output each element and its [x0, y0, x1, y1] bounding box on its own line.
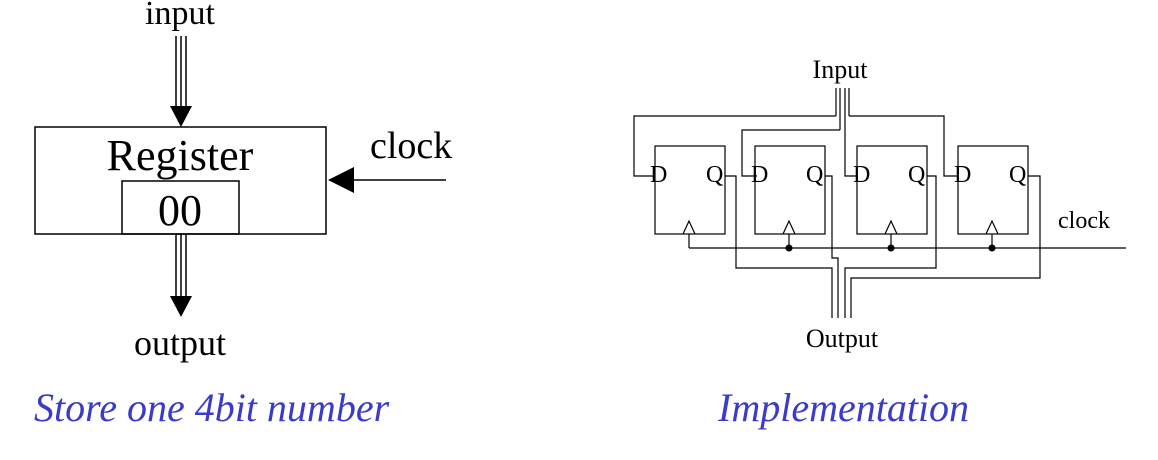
impl-input-bus	[835, 88, 850, 130]
impl-flip-flops	[654, 145, 1029, 235]
register-value: 00	[158, 186, 202, 235]
impl-clock-inputs	[682, 219, 999, 248]
implementation-diagram: Input Output clock	[633, 55, 1126, 353]
flip-flop-3	[856, 145, 928, 235]
register-diagram: input Register 00 clock output	[34, 0, 452, 363]
register-output-label: output	[134, 323, 226, 363]
flip-flop-2	[754, 145, 826, 235]
flip-flop-1	[654, 145, 726, 235]
impl-clock-junctions	[785, 244, 996, 252]
ff2-q-label: Q	[806, 162, 823, 188]
register-input-bus	[175, 36, 187, 110]
impl-output-label: Output	[806, 324, 879, 353]
register-output-bus	[175, 234, 187, 300]
register-output-arrowhead	[170, 296, 192, 317]
caption-implementation: Implementation	[718, 385, 970, 430]
ff1-d-label: D	[650, 162, 667, 188]
impl-output-wires	[725, 175, 1041, 318]
impl-input-label: Input	[813, 55, 869, 84]
register-input-label: input	[145, 0, 215, 32]
flip-flop-4	[957, 145, 1029, 235]
ff3-d-label: D	[853, 162, 870, 188]
impl-input-wires	[633, 115, 958, 177]
register-input-arrowhead	[170, 106, 192, 127]
register-clock-label: clock	[370, 125, 452, 167]
caption-store-number: Store one 4bit number	[34, 385, 390, 430]
ff3-q-label: Q	[908, 162, 925, 188]
ff4-q-label: Q	[1009, 162, 1026, 188]
ff4-d-label: D	[954, 162, 971, 188]
impl-clock-label: clock	[1058, 208, 1110, 234]
ff2-d-label: D	[751, 162, 768, 188]
register-clock-arrowhead	[328, 167, 354, 193]
ff1-q-label: Q	[706, 162, 723, 188]
register-title: Register	[107, 131, 254, 180]
